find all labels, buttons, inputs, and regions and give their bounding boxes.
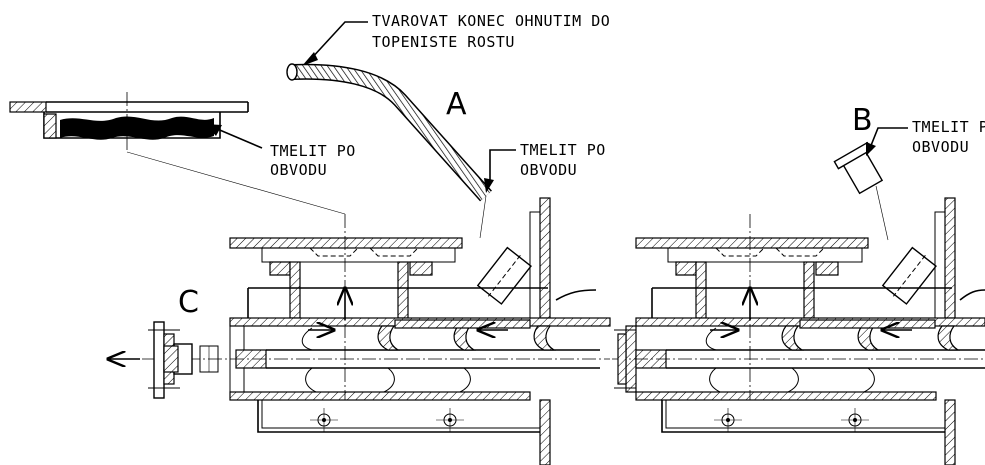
shape-end-label-line1: TVAROVAT KONEC OHNUTIM DO <box>372 12 610 30</box>
seal-pipe-label-line1: TMELIT PO <box>520 141 606 159</box>
seal-plug-label-line1: TMELIT PO <box>912 118 985 136</box>
right-assembly <box>612 197 985 465</box>
seal-left-label-line1: TMELIT PO <box>270 142 356 160</box>
seal-left-label-line2: OBVODU <box>270 161 327 179</box>
shape-end-leader <box>309 21 368 61</box>
left-assembly <box>120 197 611 465</box>
bent-pipe <box>286 63 492 202</box>
seal-pipe-leader <box>489 149 516 185</box>
seal-plug-label-line2: OBVODU <box>912 138 969 156</box>
seal-plug-leader <box>869 127 908 149</box>
seal-pipe-label-line2: OBVODU <box>520 161 577 179</box>
seal-detail <box>9 92 346 215</box>
end-cap-exploded <box>108 321 219 399</box>
view-label-b: B <box>852 103 873 138</box>
view-label-c: C <box>178 285 199 320</box>
view-label-a: A <box>446 87 467 122</box>
plug-part <box>833 141 889 241</box>
shape-end-label-line2: TOPENISTE ROSTU <box>372 33 515 51</box>
